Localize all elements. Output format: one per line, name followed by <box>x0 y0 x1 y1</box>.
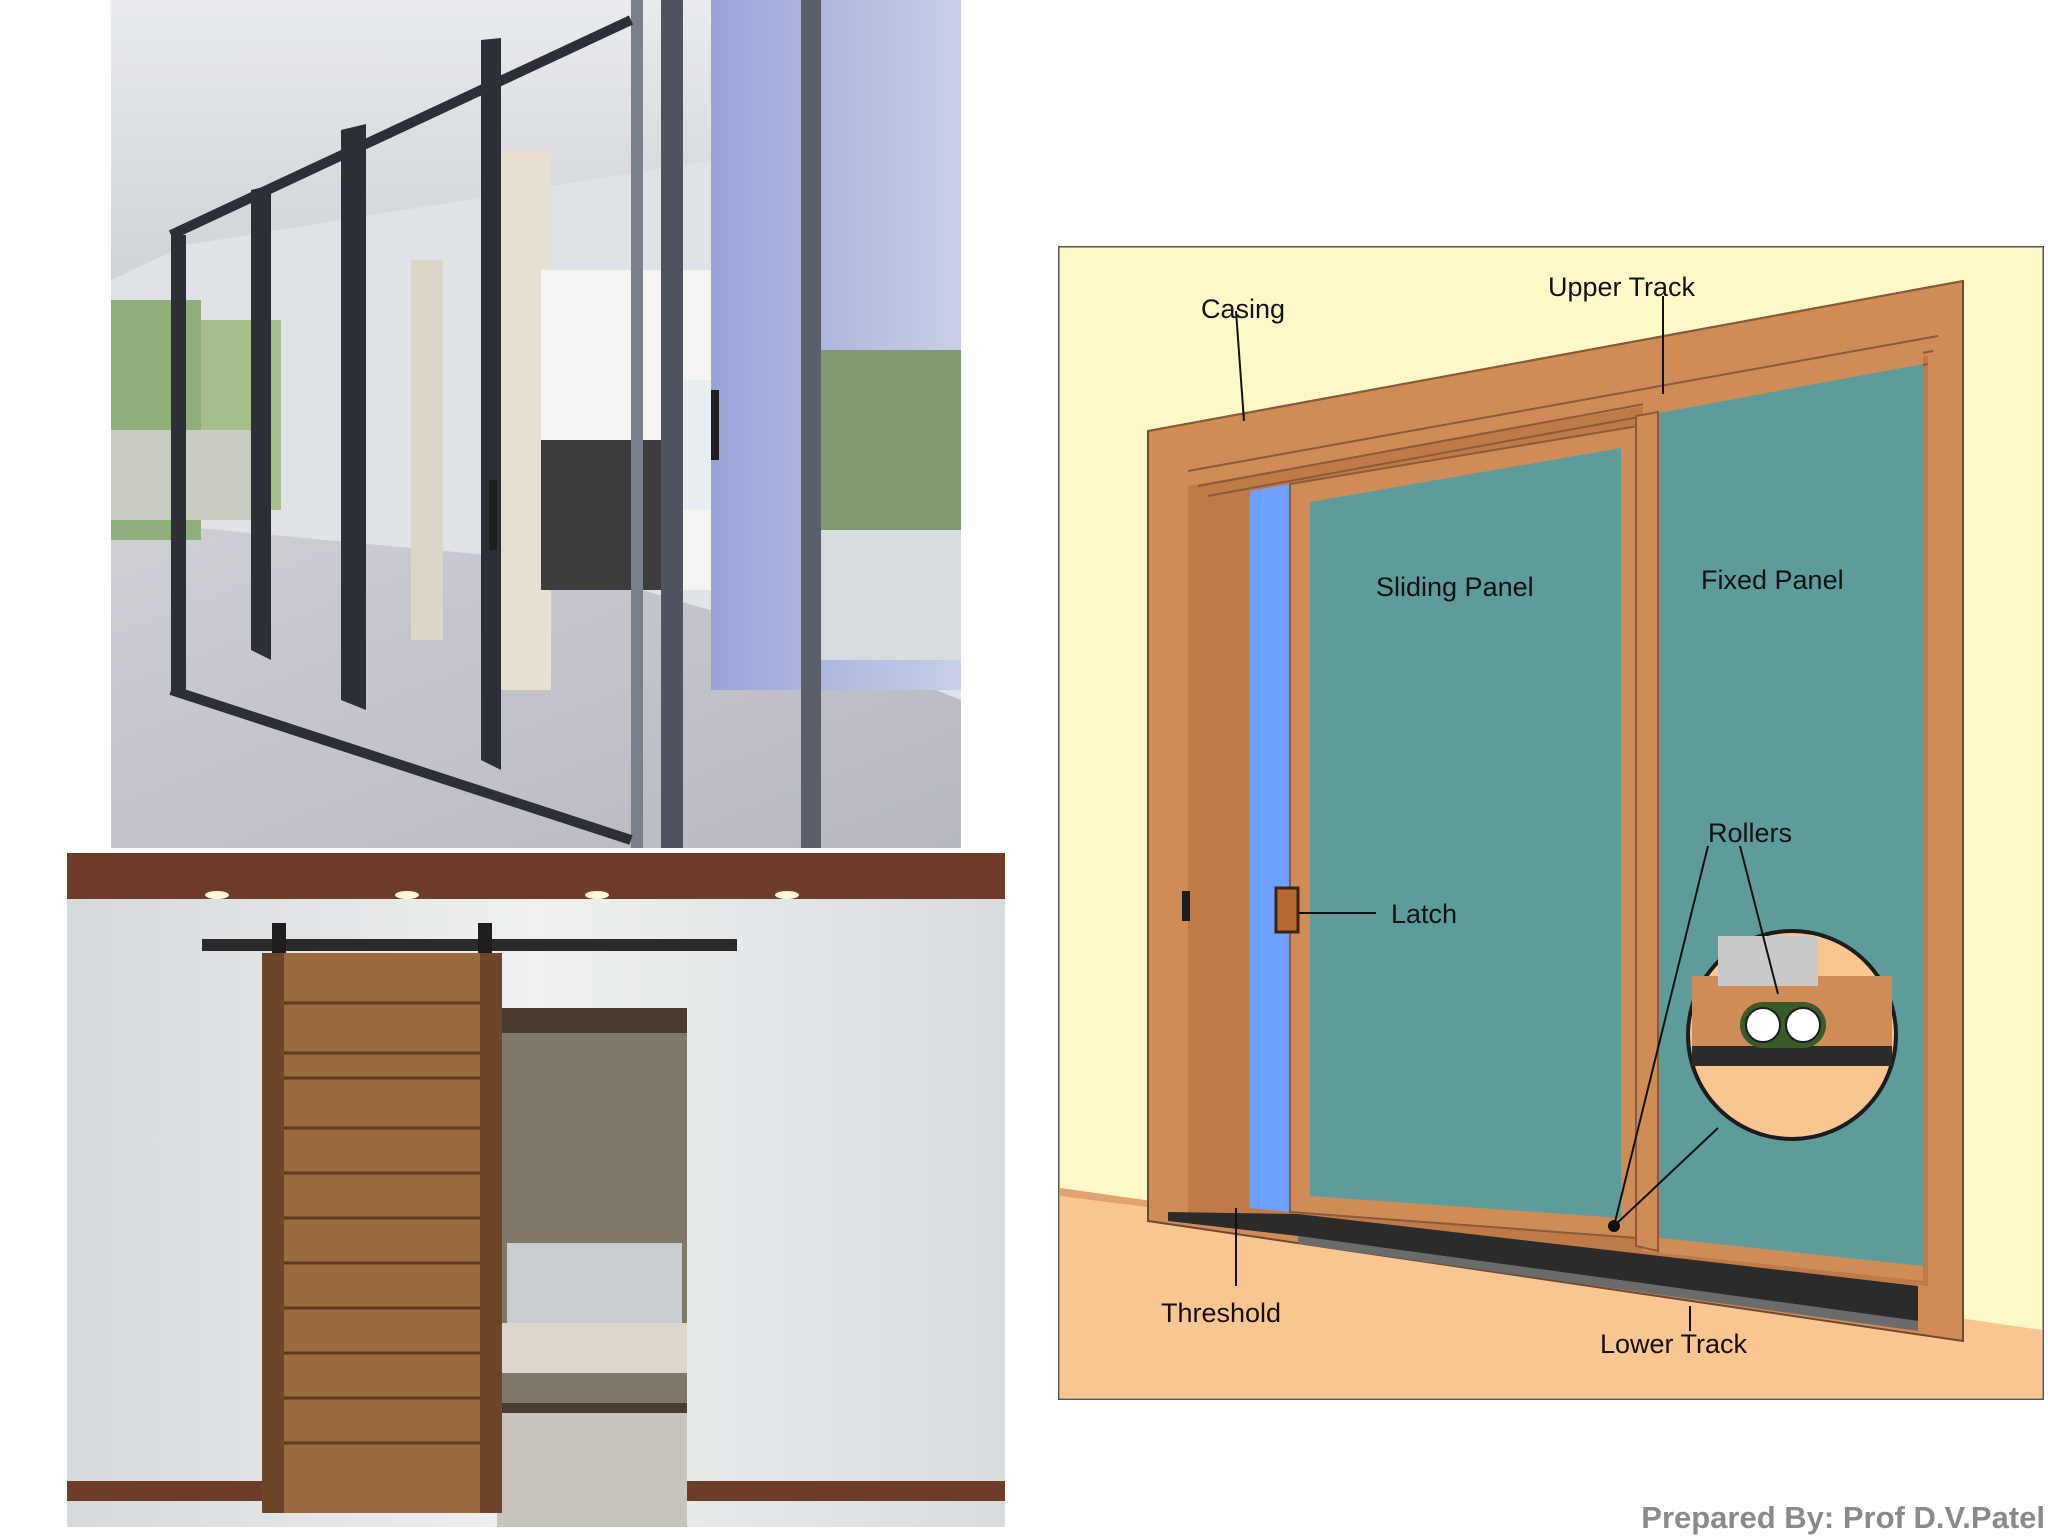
label-threshold: Threshold <box>1161 1298 1281 1328</box>
author-credit: Prepared By: Prof D.V.Patel <box>1641 1500 2045 1535</box>
label-fixed-panel: Fixed Panel <box>1701 565 1844 595</box>
label-sliding-panel: Sliding Panel <box>1376 572 1534 602</box>
label-upper-track: Upper Track <box>1548 272 1696 302</box>
label-rollers: Rollers <box>1708 818 1792 848</box>
barn-door-photo <box>67 853 1005 1527</box>
label-casing: Casing <box>1201 294 1285 324</box>
label-lower-track: Lower Track <box>1600 1329 1748 1359</box>
glass-sliding-door-photo <box>111 0 961 848</box>
sliding-door-diagram: Casing Upper Track Sliding Panel Fixed P… <box>1058 246 2044 1400</box>
label-latch: Latch <box>1391 899 1457 929</box>
